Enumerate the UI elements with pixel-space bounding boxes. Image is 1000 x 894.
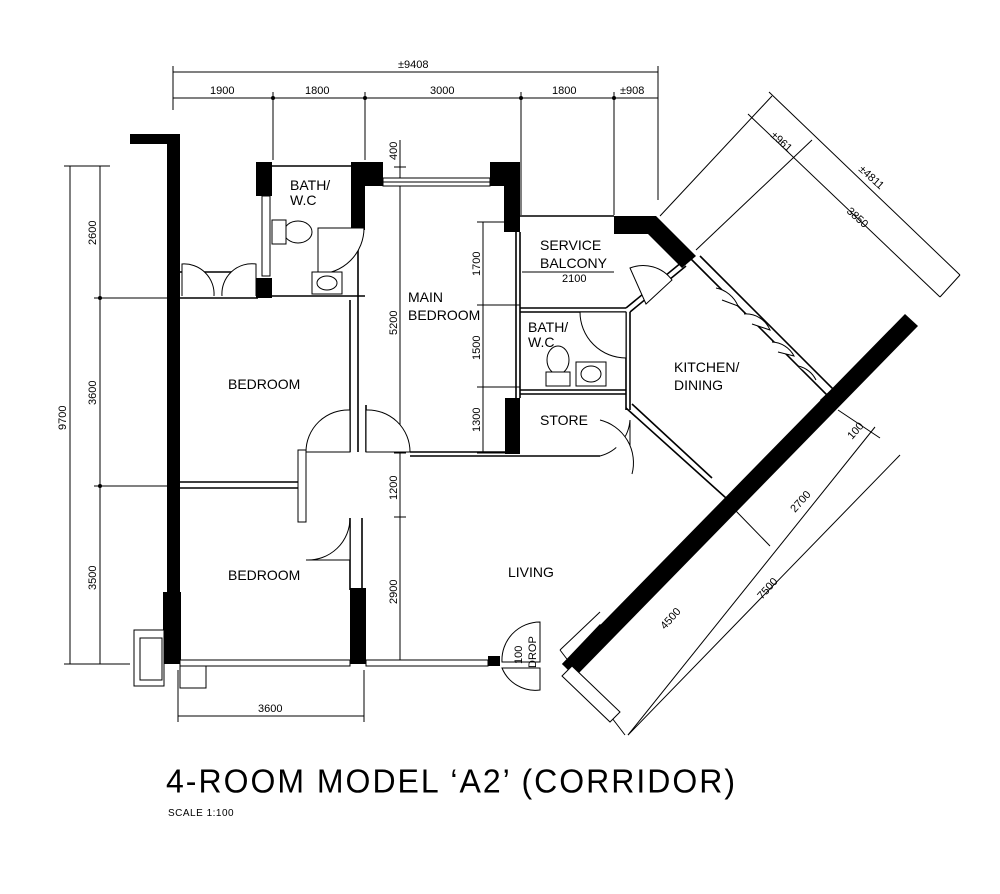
dim-inner-left-3: 1300 xyxy=(471,408,483,432)
dim-diag-right-3: 7500 xyxy=(755,576,780,602)
dimension-text: ±9408 1900 1800 3000 1800 ±908 9700 2600… xyxy=(57,59,886,715)
dimension-lines xyxy=(64,66,961,736)
main-bedroom-label-1: MAIN xyxy=(408,289,443,305)
dim-diag-top-2: ±4811 xyxy=(856,163,886,192)
dim-left-total: 9700 xyxy=(57,406,69,430)
service-balcony-label-2: BALCONY xyxy=(540,255,608,271)
dim-top-5: ±908 xyxy=(620,85,644,97)
dim-left-1: 2600 xyxy=(87,221,99,245)
bath-wc-mid-label-1: BATH/ xyxy=(528,319,568,335)
bath-wc-mid-label-2: W.C xyxy=(528,334,554,350)
partitions xyxy=(133,165,841,723)
kitchen-dining-label-2: DINING xyxy=(674,377,723,393)
dim-top-3: 3000 xyxy=(430,85,454,97)
fixtures xyxy=(261,195,607,387)
dim-inner-2: 5200 xyxy=(388,311,400,335)
dim-inner-1: 400 xyxy=(388,142,400,160)
dim-inner-4: 2900 xyxy=(388,580,400,604)
plan-title: 4-ROOM MODEL ‘A2’ (CORRIDOR) xyxy=(166,762,737,800)
dim-top-2: 1800 xyxy=(305,85,329,97)
dim-top-1: 1900 xyxy=(210,85,234,97)
bedroom-1-label: BEDROOM xyxy=(228,376,300,392)
dim-inner-left-2: 1500 xyxy=(471,336,483,360)
dim-diag-top-1: ±961 xyxy=(768,129,794,154)
dim-top-4: 1800 xyxy=(552,85,576,97)
dim-top-total: ±9408 xyxy=(398,59,429,71)
dim-diag-right-2: 2700 xyxy=(788,489,813,515)
room-labels: BATH/ W.C MAIN BEDROOM SERVICE BALCONY B… xyxy=(228,177,739,668)
main-bedroom-label-2: BEDROOM xyxy=(408,307,480,323)
kitchen-dining-label-1: KITCHEN/ xyxy=(674,359,739,375)
bedroom-2-label: BEDROOM xyxy=(228,567,300,583)
store-label: STORE xyxy=(540,412,588,428)
dim-left-2: 3600 xyxy=(87,381,99,405)
walls xyxy=(130,134,918,676)
dim-diag-right-4: 4500 xyxy=(658,606,683,632)
dim-left-3: 3500 xyxy=(87,566,99,590)
living-label: LIVING xyxy=(508,564,554,580)
dim-inner-left-1: 1700 xyxy=(471,252,483,276)
dim-diag-right-1: 100 xyxy=(845,420,866,442)
dim-balcony: 2100 xyxy=(562,273,586,285)
bath-wc-top-label-1: BATH/ xyxy=(290,177,330,193)
drop-label-1: 100 xyxy=(513,646,525,664)
bath-wc-top-label-2: W.C xyxy=(290,192,316,208)
doors xyxy=(181,227,817,691)
dim-inner-3: 1200 xyxy=(388,476,400,500)
plan-scale: SCALE 1:100 xyxy=(168,808,235,819)
service-balcony-label-1: SERVICE xyxy=(540,237,601,253)
dim-bottom: 3600 xyxy=(258,703,282,715)
drop-label-2: DROP xyxy=(527,636,539,668)
